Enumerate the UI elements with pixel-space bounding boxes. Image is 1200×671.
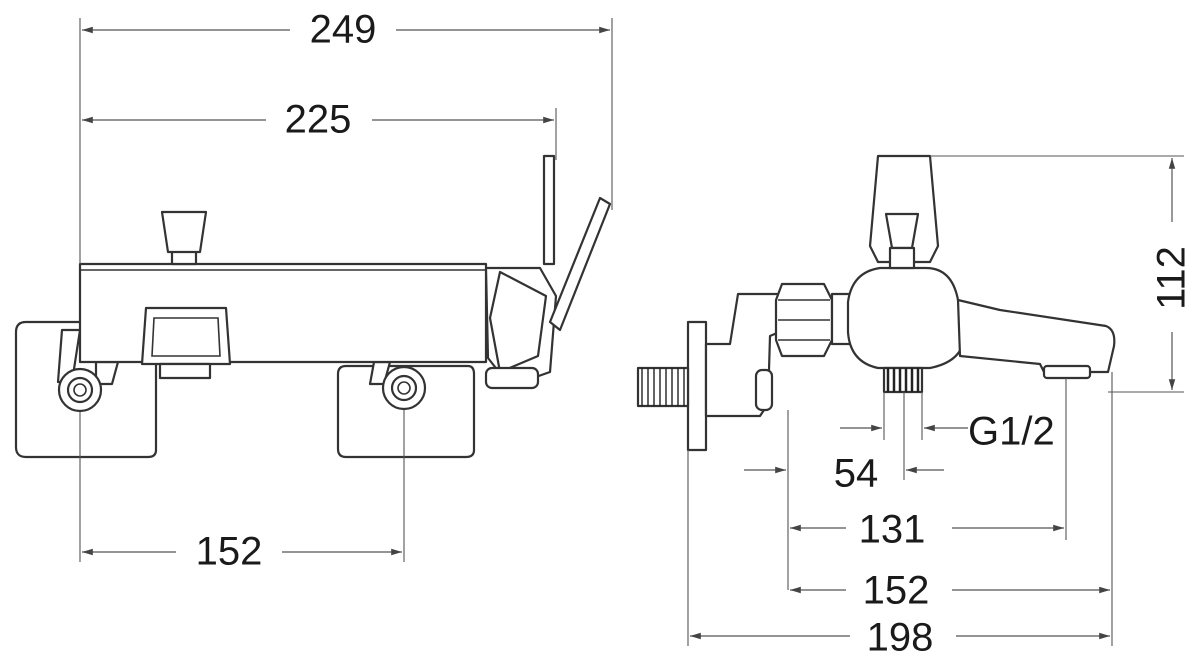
- front-view: 249 225 152: [14, 8, 613, 576]
- threaded-inlet: [636, 366, 690, 408]
- dim-112-label: 112: [1150, 246, 1194, 310]
- left-bolt: [57, 367, 103, 413]
- bottom-outlet-thread: [882, 366, 924, 394]
- diverter-knob: [160, 210, 208, 266]
- front-spout: [140, 306, 232, 366]
- hex-nut: [774, 282, 834, 358]
- valve-body: [846, 266, 966, 370]
- dim-152-front-label: 152: [196, 530, 263, 574]
- right-bolt: [381, 365, 427, 411]
- side-view: 112 G1/2 54 131 152 198: [636, 154, 1196, 662]
- dim-152-side-label: 152: [863, 569, 930, 613]
- dim-54-label: 54: [834, 452, 879, 496]
- dim-198-label: 198: [867, 616, 934, 660]
- mixer-body: [78, 262, 488, 364]
- side-spout: [956, 298, 1116, 374]
- dim-131-label: 131: [859, 508, 926, 552]
- right-wall-bracket: [336, 364, 476, 459]
- wall-flange: [686, 320, 708, 452]
- dim-225-label: 225: [285, 98, 352, 142]
- thread-g12-label: G1/2: [968, 410, 1055, 454]
- dim-249-label: 249: [310, 8, 377, 52]
- lever-handle: [542, 154, 612, 332]
